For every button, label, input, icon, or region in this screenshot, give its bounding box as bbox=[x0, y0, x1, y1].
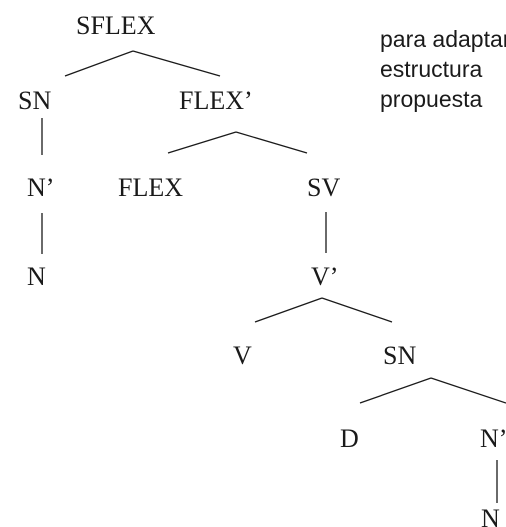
edge-vbar-v bbox=[254, 297, 323, 323]
edge-sflex-sn bbox=[64, 50, 134, 77]
edge-flexbar-flex bbox=[167, 131, 237, 154]
side-text-line-3: propuesta bbox=[380, 86, 483, 112]
side-text: para adaptar estructura propuesta bbox=[380, 24, 506, 114]
edge-sn-d bbox=[359, 377, 432, 404]
node-vbar: V’ bbox=[311, 262, 338, 291]
node-sn: SN bbox=[18, 86, 51, 115]
node-sflex: SFLEX bbox=[76, 11, 156, 40]
edge-flexbar-sv bbox=[235, 131, 308, 154]
tree-nodes: SFLEX SN FLEX’ N’ N FLEX SV V’ V SN D N’… bbox=[18, 11, 506, 527]
edge-sflex-flexbar bbox=[132, 50, 221, 77]
side-text-line-2: estructura bbox=[380, 56, 483, 82]
node-sv: SV bbox=[307, 173, 340, 202]
side-text-line-1: para adaptar bbox=[380, 26, 506, 52]
node-nbar: N’ bbox=[27, 173, 54, 202]
node-n2: N bbox=[481, 504, 500, 527]
node-d: D bbox=[340, 424, 359, 453]
node-nbar2: N’ bbox=[480, 424, 506, 453]
node-flexbar: FLEX’ bbox=[179, 86, 253, 115]
node-v: V bbox=[233, 341, 252, 370]
node-n: N bbox=[27, 262, 46, 291]
tree-edges bbox=[41, 50, 506, 503]
node-sn2: SN bbox=[383, 341, 416, 370]
edge-sn-nbar2 bbox=[430, 377, 506, 404]
node-flex: FLEX bbox=[118, 173, 183, 202]
edge-vbar-sn bbox=[321, 297, 393, 323]
